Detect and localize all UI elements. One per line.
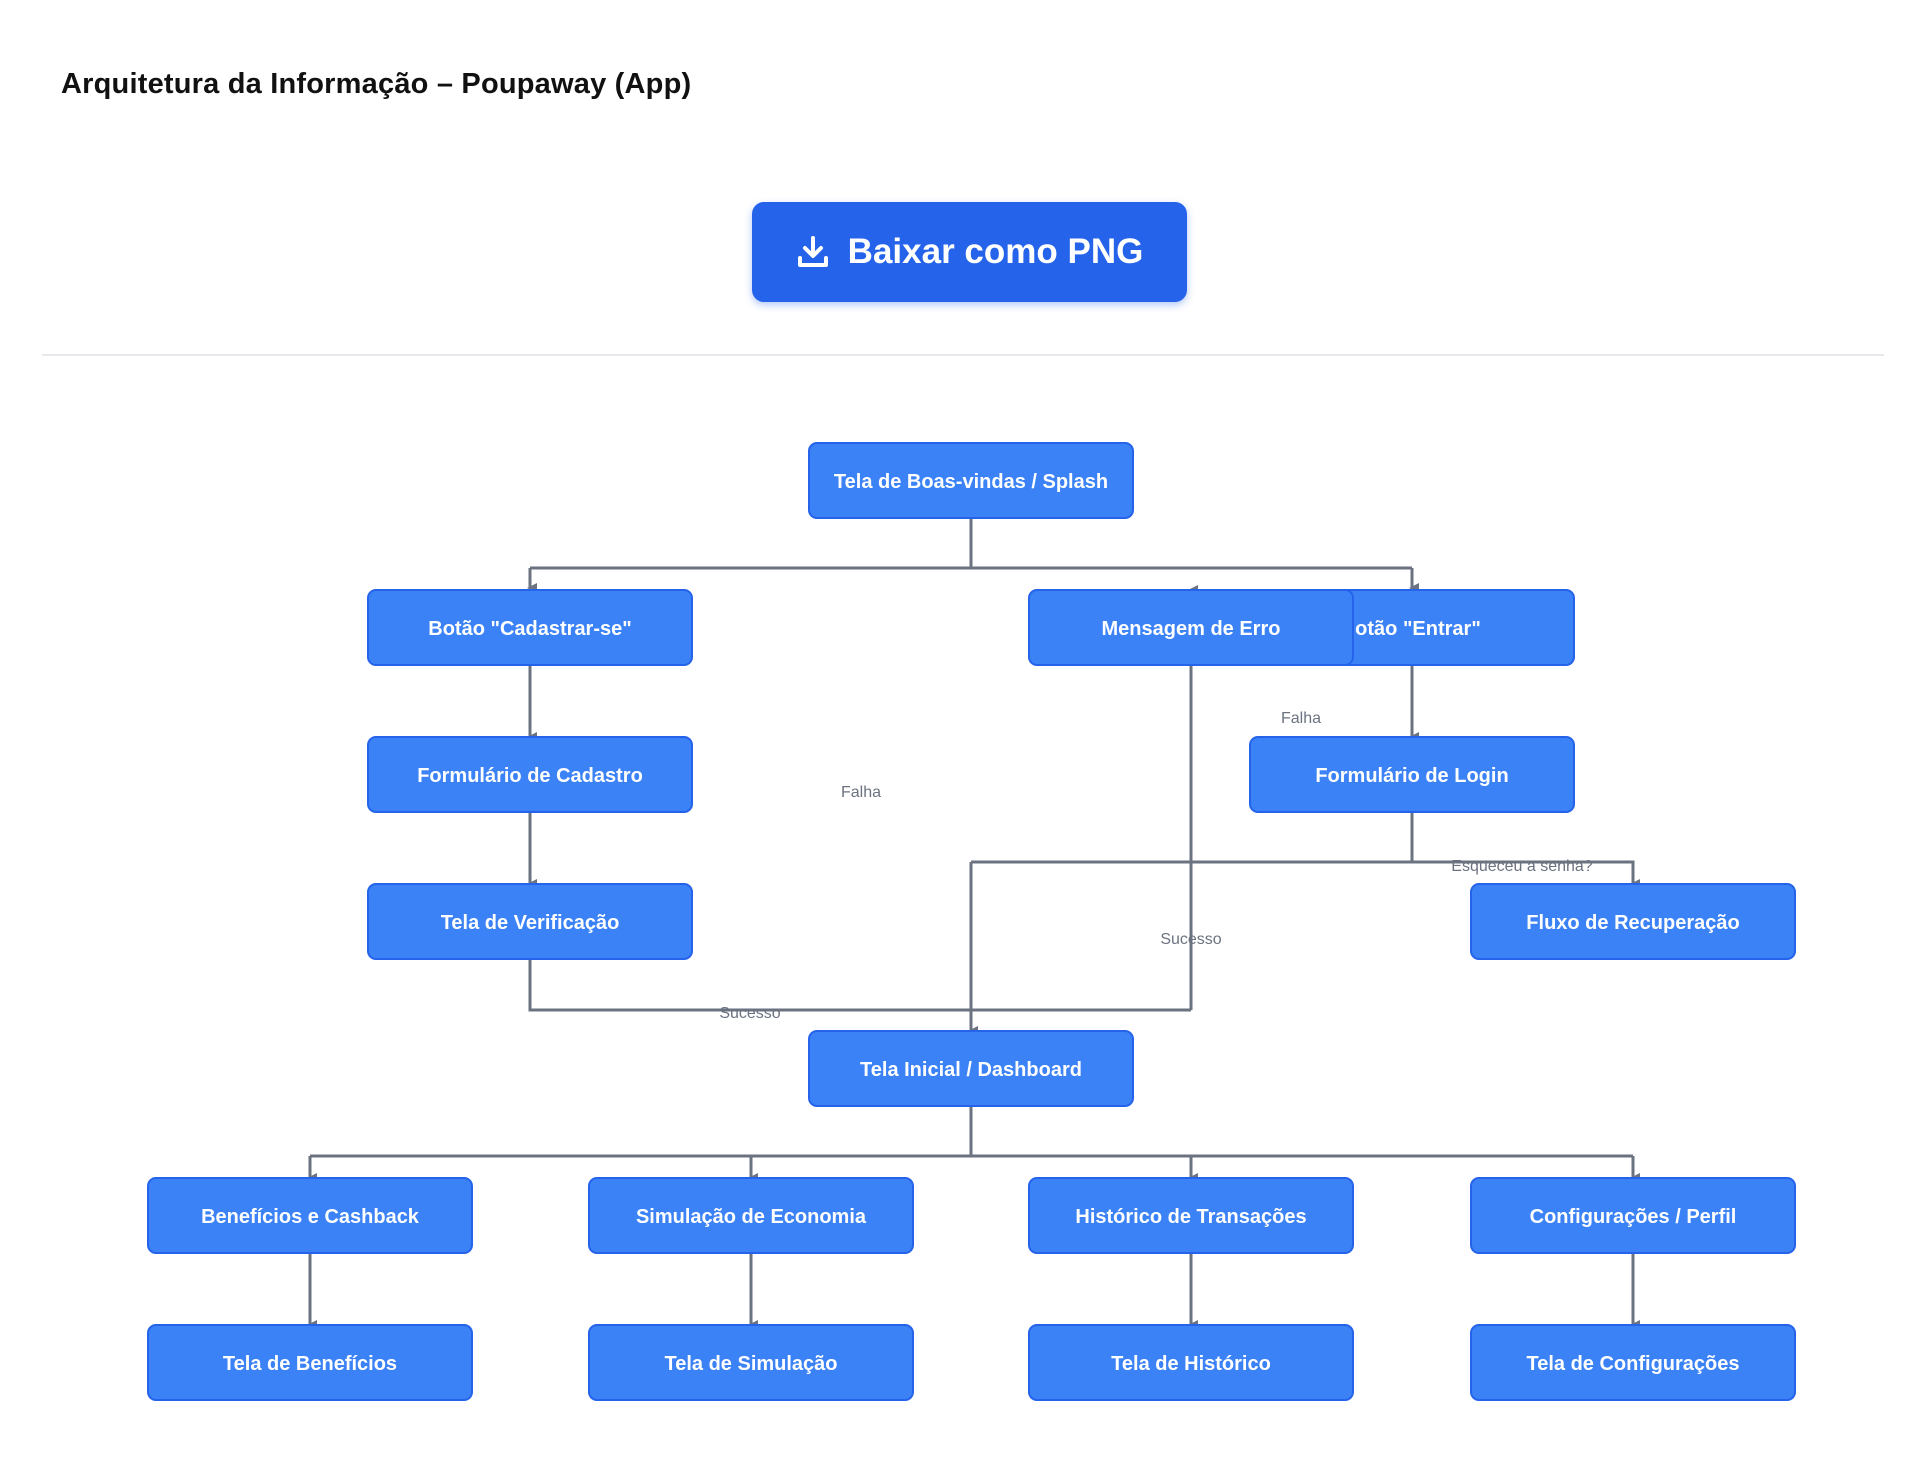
node-mensagem-erro: Mensagem de Erro: [1028, 589, 1354, 666]
edge-label-sucesso-login: Sucesso: [1160, 931, 1221, 948]
node-simulacao-economia: Simulação de Economia: [588, 1177, 914, 1254]
node-label-fluxo-recuperacao: Fluxo de Recuperação: [1526, 912, 1739, 934]
node-historico-transacoes: Histórico de Transações: [1028, 1177, 1354, 1254]
node-splash: Tela de Boas-vindas / Splash: [808, 442, 1134, 519]
node-botao-cadastrar: Botão "Cadastrar-se": [367, 589, 693, 666]
page-title: Arquitetura da Informação – Poupaway (Ap…: [61, 68, 692, 100]
edge-label-sucesso-cadastro: Sucesso: [719, 1005, 780, 1022]
node-formulario-cadastro: Formulário de Cadastro: [367, 736, 693, 813]
edge-login-to-recuperacao: [1412, 860, 1640, 889]
node-tela-configuracoes: Tela de Configurações: [1470, 1324, 1796, 1401]
edge-label-falha-login: Falha: [1281, 710, 1321, 727]
node-dashboard: Tela Inicial / Dashboard: [808, 1030, 1134, 1107]
node-formulario-login: Formulário de Login: [1249, 736, 1575, 813]
download-icon: [796, 235, 830, 269]
download-button-label: Baixar como PNG: [847, 232, 1144, 271]
node-label-beneficios-cashback: Benefícios e Cashback: [201, 1206, 420, 1228]
edge-verificacao-bus: [528, 960, 1191, 1012]
edge-label-falha-cadastro: Falha: [841, 784, 881, 801]
node-label-configuracoes-perfil: Configurações / Perfil: [1530, 1206, 1737, 1228]
node-label-mensagem-erro: Mensagem de Erro: [1102, 618, 1281, 640]
edge-labels: Falha Falha Esqueceu a senha? Sucesso Su…: [719, 710, 1593, 1022]
node-tela-verificacao: Tela de Verificação: [367, 883, 693, 960]
node-label-splash: Tela de Boas-vindas / Splash: [834, 471, 1108, 493]
node-label-tela-simulacao: Tela de Simulação: [664, 1353, 837, 1375]
node-label-botao-entrar: otão "Entrar": [1355, 618, 1481, 640]
download-png-button[interactable]: Baixar como PNG: [752, 202, 1187, 302]
node-label-dashboard: Tela Inicial / Dashboard: [860, 1059, 1082, 1081]
edges: [307, 518, 1640, 1330]
node-beneficios-cashback: Benefícios e Cashback: [147, 1177, 473, 1254]
section-divider: [42, 354, 1884, 356]
node-label-formulario-cadastro: Formulário de Cadastro: [417, 765, 643, 787]
node-label-tela-verificacao: Tela de Verificação: [441, 912, 620, 934]
node-tela-historico: Tela de Histórico: [1028, 1324, 1354, 1401]
node-label-simulacao-economia: Simulação de Economia: [636, 1206, 867, 1228]
nodes: Tela de Boas-vindas / Splash Botão "Cada…: [147, 442, 1796, 1401]
node-label-tela-historico: Tela de Histórico: [1111, 1353, 1271, 1375]
node-configuracoes-perfil: Configurações / Perfil: [1470, 1177, 1796, 1254]
node-fluxo-recuperacao: Fluxo de Recuperação: [1470, 883, 1796, 960]
node-tela-simulacao: Tela de Simulação: [588, 1324, 914, 1401]
node-label-formulario-login: Formulário de Login: [1315, 765, 1508, 787]
node-label-botao-cadastrar: Botão "Cadastrar-se": [428, 618, 631, 640]
edge-label-esqueceu-senha: Esqueceu a senha?: [1451, 858, 1593, 875]
node-tela-beneficios: Tela de Benefícios: [147, 1324, 473, 1401]
node-label-historico-transacoes: Histórico de Transações: [1075, 1206, 1306, 1228]
node-label-tela-beneficios: Tela de Benefícios: [223, 1353, 397, 1375]
node-label-tela-configuracoes: Tela de Configurações: [1526, 1353, 1739, 1375]
